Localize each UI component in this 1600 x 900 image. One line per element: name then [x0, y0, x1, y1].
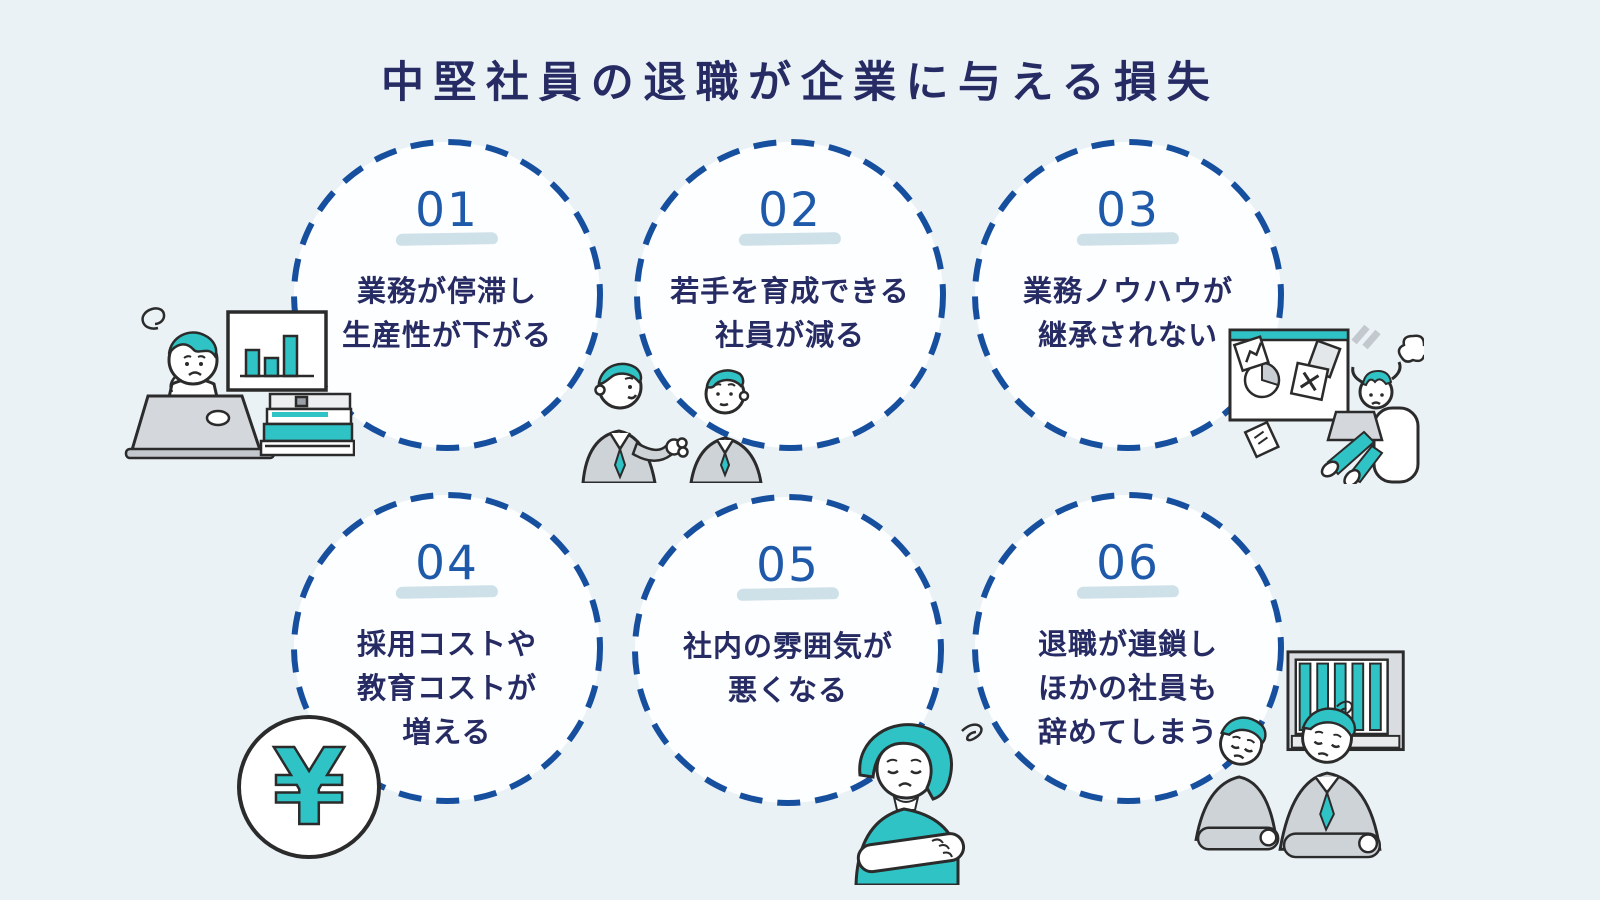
card-content: 01 業務が停滞し 生産性が下がる [287, 135, 607, 455]
dashed-circle [291, 139, 603, 451]
card-number: 06 [1096, 536, 1160, 591]
two-dejected-employees-office-illustration [1194, 650, 1405, 859]
card-number: 04 [415, 536, 479, 591]
card-text: 社内の雰囲気が 悪くなる [683, 624, 893, 712]
card-text: 業務ノウハウが 継承されない [1023, 269, 1233, 357]
loss-card-01: 01 業務が停滞し 生産性が下がる [287, 135, 607, 455]
two-businessmen-talking-illustration [581, 362, 763, 483]
text-line: 社員が減る [714, 317, 865, 352]
stressed-worker-at-laptop-illustration [124, 307, 355, 460]
card-number: 05 [756, 538, 820, 593]
card-content: 02 若手を育成できる 社員が減る [630, 135, 950, 455]
dashed-circle [972, 139, 1284, 451]
card-content: 04 採用コストや 教育コストが 増える [287, 488, 607, 808]
dashed-circle [972, 492, 1284, 804]
loss-card-04: 04 採用コストや 教育コストが 増える [287, 488, 607, 808]
text-line: 増える [402, 714, 492, 749]
loss-card-06: 06 退職が連鎖し ほかの社員も 辞めてしまう [968, 488, 1288, 808]
loss-card-03: 03 業務ノウハウが 継承されない [968, 135, 1288, 455]
text-line: 悪くなる [727, 672, 848, 707]
text-line: 業務が停滞し [356, 273, 537, 308]
dashed-circle [291, 492, 603, 804]
dashed-circle [634, 139, 946, 451]
card-text: 退職が連鎖し ほかの社員も 辞めてしまう [1038, 622, 1218, 754]
loss-card-02: 02 若手を育成できる 社員が減る [630, 135, 950, 455]
card-number: 03 [1096, 183, 1160, 238]
yen-coin-illustration: ¥ [237, 715, 381, 859]
loss-card-05: 05 社内の雰囲気が 悪くなる [628, 490, 948, 810]
text-line: 社内の雰囲気が [682, 628, 893, 663]
text-line: 若手を育成できる [670, 273, 910, 308]
card-number: 02 [758, 183, 822, 238]
text-line: 教育コストが [356, 670, 537, 705]
card-content: 06 退職が連鎖し ほかの社員も 辞めてしまう [968, 488, 1288, 808]
dashed-circle [632, 494, 944, 806]
text-line: 業務ノウハウが [1022, 273, 1233, 308]
worried-woman-crossed-arms-illustration [854, 723, 983, 885]
text-line: 辞めてしまう [1037, 714, 1218, 749]
page-title: 中堅社員の退職が企業に与える損失 [380, 58, 1220, 108]
card-number: 01 [415, 183, 479, 238]
card-text: 若手を育成できる 社員が減る [670, 269, 909, 357]
card-content: 05 社内の雰囲気が 悪くなる [628, 490, 948, 810]
text-line: ほかの社員も [1037, 670, 1218, 705]
yen-symbol: ¥ [272, 727, 345, 849]
text-line: 継承されない [1037, 317, 1218, 352]
card-text: 採用コストや 教育コストが 増える [357, 622, 537, 754]
text-line: 生産性が下がる [341, 317, 552, 352]
frustrated-worker-messy-whiteboard-illustration [1228, 324, 1424, 484]
text-line: 退職が連鎖し [1037, 626, 1218, 661]
text-line: 採用コストや [356, 626, 537, 661]
card-content: 03 業務ノウハウが 継承されない [968, 135, 1288, 455]
card-text: 業務が停滞し 生産性が下がる [342, 269, 552, 357]
